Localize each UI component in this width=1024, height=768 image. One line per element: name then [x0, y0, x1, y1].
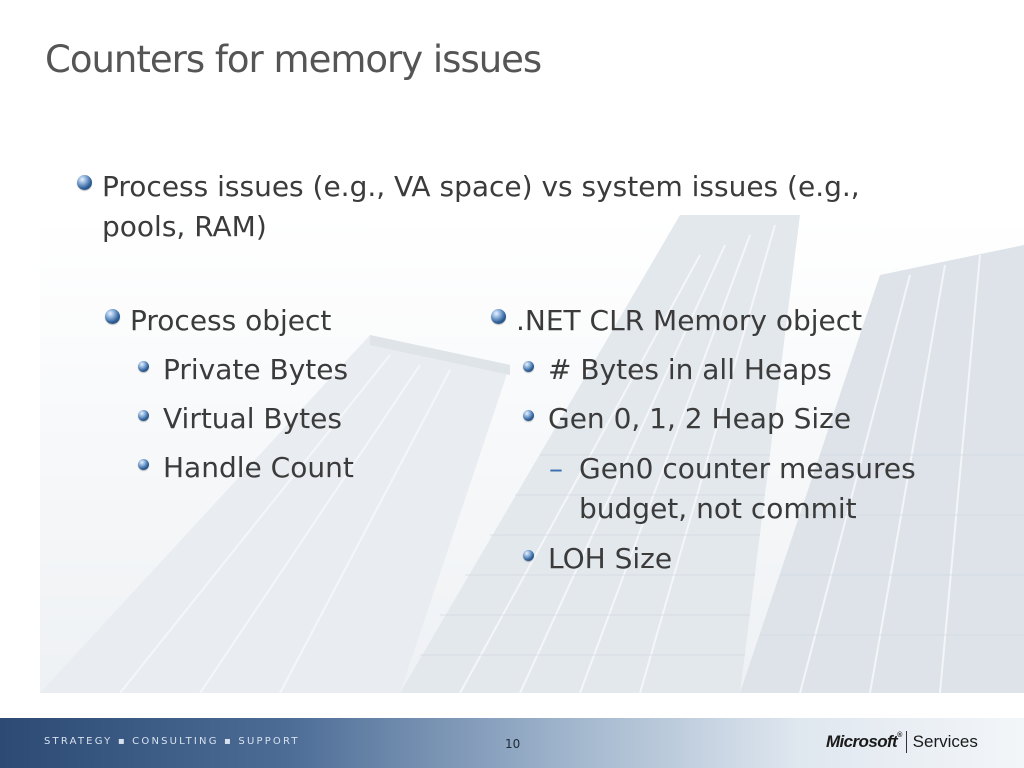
- blue-orb-bullet-icon: [77, 175, 92, 190]
- right-column-heading: .NET CLR Memory object: [491, 301, 862, 341]
- blue-orb-bullet-icon: [138, 459, 149, 470]
- list-item-text: Handle Count: [163, 451, 354, 484]
- right-column-heading-text: .NET CLR Memory object: [516, 304, 863, 337]
- blue-orb-bullet-icon: [523, 361, 534, 372]
- page-number: 10: [505, 737, 521, 751]
- list-item-text: Virtual Bytes: [163, 402, 342, 435]
- footer-tagline: STRATEGY ▪ CONSULTING ▪ SUPPORT: [44, 736, 300, 747]
- main-bullet-text: Process issues (e.g., VA space) vs syste…: [102, 170, 860, 243]
- blue-orb-bullet-icon: [138, 361, 149, 372]
- list-item-text: # Bytes in all Heaps: [548, 353, 832, 386]
- list-item: Gen 0, 1, 2 Heap Size: [523, 399, 851, 439]
- main-bullet: Process issues (e.g., VA space) vs syste…: [77, 167, 907, 247]
- list-item: Virtual Bytes: [138, 399, 342, 439]
- microsoft-services-logo: Microsoft® Services: [826, 730, 978, 754]
- blue-orb-bullet-icon: [105, 309, 120, 324]
- dash-bullet-icon: –: [549, 452, 563, 485]
- blue-orb-bullet-icon: [523, 410, 534, 421]
- footer-bar: STRATEGY ▪ CONSULTING ▪ SUPPORT 10 Micro…: [0, 718, 1024, 768]
- slide-title: Counters for memory issues: [45, 38, 542, 81]
- left-column-heading-text: Process object: [130, 304, 332, 337]
- microsoft-wordmark: Microsoft®: [826, 732, 902, 752]
- blue-orb-bullet-icon: [491, 309, 506, 324]
- list-item: # Bytes in all Heaps: [523, 350, 832, 390]
- list-item-text: LOH Size: [548, 542, 673, 575]
- list-item: LOH Size: [523, 539, 672, 579]
- list-item-text: Private Bytes: [163, 353, 349, 386]
- building-background-image: [40, 215, 1024, 693]
- blue-orb-bullet-icon: [523, 550, 534, 561]
- trademark-symbol: ®: [897, 732, 902, 739]
- blue-orb-bullet-icon: [138, 410, 149, 421]
- dash-item-text: Gen0 counter measures budget, not commit: [579, 452, 916, 525]
- building-background-illustration: [40, 215, 1024, 693]
- logo-divider: [905, 731, 907, 753]
- services-wordmark: Services: [912, 732, 978, 751]
- list-item-text: Gen 0, 1, 2 Heap Size: [548, 402, 852, 435]
- list-item: Private Bytes: [138, 350, 348, 390]
- brand-name: Microsoft: [826, 732, 898, 751]
- left-column-heading: Process object: [105, 301, 331, 341]
- list-item: Handle Count: [138, 448, 354, 488]
